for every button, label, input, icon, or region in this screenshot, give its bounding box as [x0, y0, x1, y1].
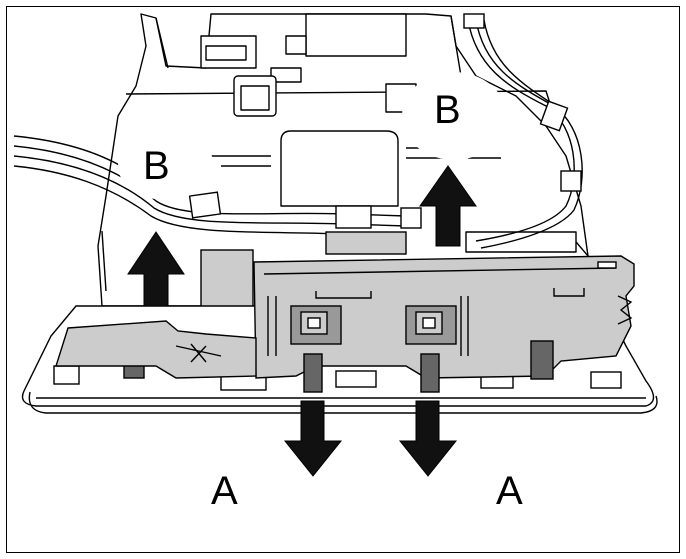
label-b-right: B [434, 88, 461, 132]
switch-module [123, 255, 635, 393]
latch-left [290, 305, 342, 345]
arrow-up-icon [419, 165, 477, 247]
label-a-right: A [496, 469, 523, 513]
arrow-down-icon [398, 400, 458, 477]
label-a-left: A [211, 469, 238, 513]
wire-harness-right [463, 13, 583, 249]
left-holder [55, 320, 257, 379]
diagram-frame: B B A A [6, 6, 680, 553]
wire-harness-left [13, 135, 422, 235]
label-b-left: B [143, 144, 170, 188]
label-backdrops [118, 72, 506, 200]
latch-right [405, 305, 457, 345]
arrow-up-icon [127, 231, 185, 307]
arrow-down-icon [283, 400, 343, 477]
